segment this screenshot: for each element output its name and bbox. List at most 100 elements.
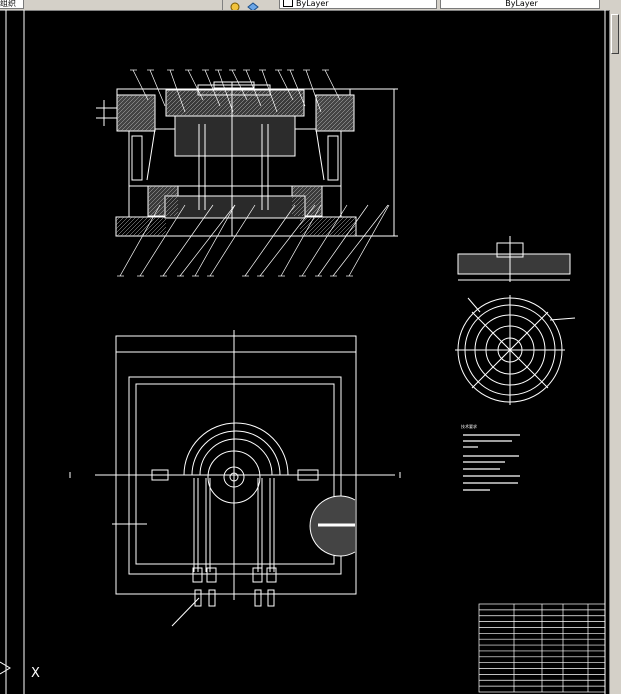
- hatch-line: [291, 185, 305, 199]
- hatch-line: [191, 89, 219, 117]
- hatch-line: [165, 89, 191, 115]
- hatch-line: [331, 108, 355, 132]
- hatch-line: [315, 94, 337, 116]
- hatch-line: [179, 89, 207, 117]
- hatch-line: [147, 185, 169, 207]
- hatch-line: [243, 89, 271, 117]
- lineweight-select[interactable]: ByLayer: [440, 0, 600, 9]
- hatch-line: [207, 89, 235, 117]
- hatch-line: [231, 89, 259, 117]
- hatch-line: [136, 112, 156, 132]
- leader-bottom: [259, 204, 316, 277]
- hatch-line: [299, 216, 317, 234]
- hatch-line: [128, 216, 149, 237]
- section-hatching: [115, 89, 357, 237]
- hatch-line: [165, 89, 183, 107]
- hatch-line: [324, 216, 345, 237]
- hatch-line: [275, 89, 303, 117]
- hatch-line: [116, 94, 142, 120]
- hatch-line: [319, 96, 355, 132]
- hatch-line: [291, 185, 301, 195]
- hatch-line: [147, 185, 157, 195]
- hatch-line: [315, 94, 353, 132]
- leader-bottom: [332, 204, 389, 277]
- leader-top: [132, 69, 149, 101]
- leader-top: [169, 69, 186, 113]
- hatch-line: [116, 216, 137, 237]
- properties-toolbar: 组织 ByLayer ByLayer: [0, 0, 621, 11]
- hatch-line: [149, 187, 179, 217]
- hatch-line: [167, 89, 195, 117]
- hatch-line: [156, 226, 167, 237]
- hatch-line: [144, 120, 156, 132]
- hatch-line: [175, 89, 203, 117]
- hatch-line: [315, 94, 341, 120]
- vertical-scrollbar[interactable]: [609, 10, 621, 694]
- hatch-line: [115, 216, 129, 230]
- hatch-line: [211, 89, 239, 117]
- leader-bottom: [162, 204, 214, 277]
- hatch-line: [251, 89, 279, 117]
- linetype-select[interactable]: ByLayer: [279, 0, 437, 9]
- hatch-line: [299, 111, 305, 117]
- hatch-line: [332, 216, 353, 237]
- hatch-line: [297, 191, 323, 217]
- hatch-line: [291, 103, 305, 117]
- hatch-line: [116, 94, 146, 124]
- hatch-line: [157, 195, 179, 217]
- hatch-line: [263, 89, 291, 117]
- hatch-line: [132, 108, 156, 132]
- hatch-line: [132, 216, 153, 237]
- hatch-line: [299, 216, 313, 230]
- hatch-line: [173, 211, 179, 217]
- hatch-line: [291, 185, 297, 191]
- cad-drawing-canvas[interactable]: 技术要求: [0, 10, 610, 694]
- hatch-line: [320, 216, 341, 237]
- hatch-line: [344, 224, 357, 237]
- layer-state-icon[interactable]: [230, 0, 240, 10]
- hatch-line: [165, 89, 175, 99]
- leader-top: [245, 69, 262, 107]
- hatch-line: [247, 89, 275, 117]
- part-leader-lines: [117, 69, 390, 277]
- lineweight-value: ByLayer: [505, 0, 538, 8]
- linetype-value: ByLayer: [296, 0, 329, 8]
- hatch-line: [187, 89, 215, 117]
- title-block: [478, 603, 606, 693]
- hatch-line: [312, 216, 333, 237]
- tech-notes-title: 技术要求: [461, 423, 477, 429]
- mold-plan-view: [69, 330, 401, 627]
- hatch-line: [279, 91, 305, 117]
- linetype-swatch-icon: [283, 0, 293, 7]
- hatch-line: [171, 89, 199, 117]
- hatch-line: [291, 185, 309, 203]
- hatch-line: [161, 199, 179, 217]
- leader-top: [305, 69, 322, 113]
- hatch-line: [316, 216, 337, 237]
- hatch-line: [165, 89, 179, 103]
- layer-freeze-icon[interactable]: [247, 0, 259, 10]
- hatch-line: [315, 94, 349, 128]
- hatch-line: [315, 94, 329, 108]
- leader-top: [204, 69, 221, 107]
- hatch-line: [147, 185, 153, 191]
- scrollbar-thumb[interactable]: [611, 14, 619, 54]
- hatch-line: [120, 96, 156, 132]
- hatch-line: [116, 94, 126, 104]
- hatch-line: [309, 203, 323, 217]
- workspace-label[interactable]: 组织: [0, 0, 24, 9]
- leader-top: [149, 69, 166, 107]
- hatch-line: [203, 89, 231, 117]
- ucs-icon: X: [0, 661, 40, 681]
- hatch-line: [299, 216, 305, 222]
- hatch-line: [304, 216, 325, 237]
- hatch-line: [300, 216, 321, 237]
- hatch-line: [291, 185, 317, 211]
- leader-top: [217, 69, 234, 113]
- leader-bottom: [348, 204, 390, 277]
- hatch-line: [287, 99, 305, 117]
- hatch-line: [315, 94, 345, 124]
- hatch-line: [336, 216, 357, 237]
- hatch-line: [148, 218, 167, 237]
- hatch-line: [115, 216, 125, 226]
